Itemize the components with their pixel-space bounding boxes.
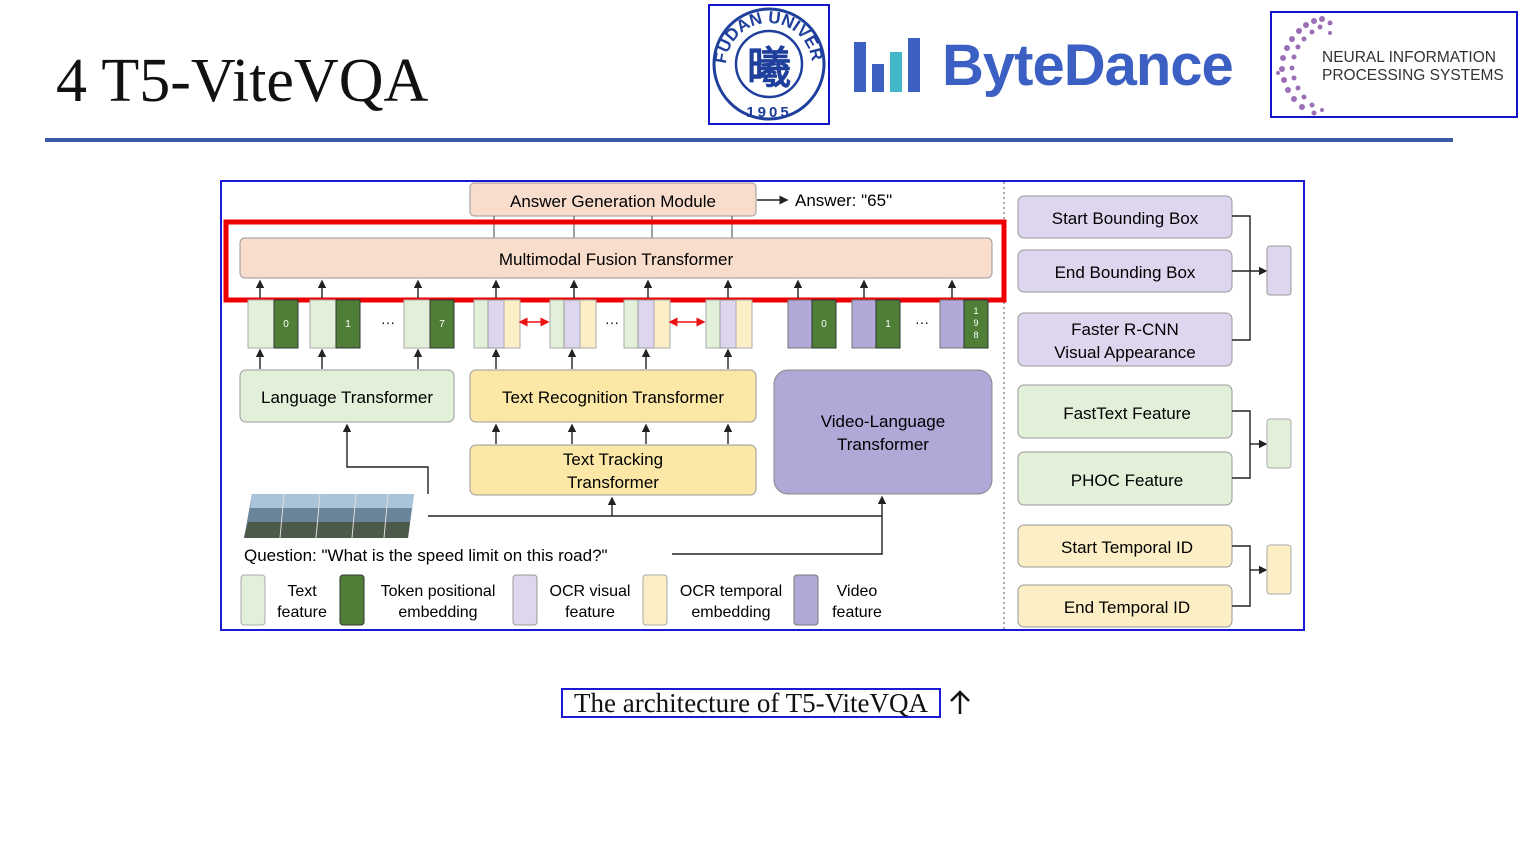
fasttext-label: FastText Feature <box>1063 404 1191 423</box>
svg-text:embedding: embedding <box>691 604 770 621</box>
fudan-year: 1905 <box>746 104 791 121</box>
svg-text:···: ··· <box>915 314 929 330</box>
language-transformer-box <box>239 369 455 423</box>
legend: Text feature Token positional embedding … <box>240 574 882 626</box>
text-tracking-label-2: Transformer <box>567 473 659 492</box>
svg-text:0: 0 <box>283 319 289 330</box>
fusion-transformer-label: Multimodal Fusion Transformer <box>499 250 734 269</box>
svg-text:1: 1 <box>345 319 351 330</box>
right-panel: Start Bounding Box End Bounding Box Fast… <box>1017 195 1292 628</box>
bytedance-wordmark: ByteDance <box>942 33 1234 98</box>
fusion-input-arrows <box>255 279 957 298</box>
neurips-dot-spiral-icon <box>1276 16 1333 116</box>
svg-text:···: ··· <box>381 314 395 330</box>
figure-frame <box>220 180 1305 631</box>
end-temporal-label: End Temporal ID <box>1064 598 1190 617</box>
svg-text:7: 7 <box>439 319 445 330</box>
ocr-tokens: ··· <box>473 299 753 349</box>
start-bbox-box <box>1017 195 1233 239</box>
title-rule <box>45 138 1453 142</box>
start-bbox-label: Start Bounding Box <box>1052 209 1199 228</box>
text-tracking-label-1: Text Tracking <box>563 450 663 469</box>
ocr-visual-feature-output <box>1266 245 1292 296</box>
text-recognition-label: Text Recognition Transformer <box>502 388 724 407</box>
language-transformer-label: Language Transformer <box>261 388 433 407</box>
fudan-glyph: 曦 <box>747 44 791 93</box>
faster-rcnn-label-2: Visual Appearance <box>1054 343 1195 362</box>
answer-module-box <box>469 182 757 217</box>
svg-text:Video: Video <box>837 583 878 600</box>
arrow-up-icon <box>950 690 970 714</box>
fudan-university-seal-icon: FUDAN UNIVERSITY 曦 1905 <box>704 0 826 121</box>
slide-title: 4 T5-ViteVQA <box>56 47 429 115</box>
svg-text:feature: feature <box>832 604 882 621</box>
start-temporal-label: Start Temporal ID <box>1061 538 1193 557</box>
video-language-box <box>773 369 993 495</box>
svg-text:1: 1 <box>973 306 978 316</box>
neurips-line1: NEURAL INFORMATION <box>1322 49 1496 66</box>
svg-text:feature: feature <box>277 604 327 621</box>
video-language-label-2: Transformer <box>837 435 929 454</box>
phoc-label: PHOC Feature <box>1071 471 1183 490</box>
text-tracking-box <box>469 444 757 496</box>
faster-rcnn-label-1: Faster R-CNN <box>1071 320 1179 339</box>
fudan-logo: FUDAN UNIVERSITY 曦 1905 <box>704 0 830 125</box>
svg-text:Token positional: Token positional <box>381 583 496 600</box>
figure-caption: The architecture of T5-ViteVQA <box>561 688 941 718</box>
text-tokens: 0 1 ··· 7 <box>247 299 455 349</box>
svg-text:9: 9 <box>973 318 978 328</box>
svg-text:OCR temporal: OCR temporal <box>680 583 782 600</box>
answer-module-label: Answer Generation Module <box>510 192 716 211</box>
bytedance-bars-icon <box>854 38 920 92</box>
ocr-temporal-output <box>1266 544 1292 595</box>
architecture-diagram: Answer Generation Module Answer: "65" Mu… <box>223 182 1292 629</box>
fusion-transformer-box <box>239 237 993 279</box>
neurips-logo <box>1270 11 1518 118</box>
video-frames-thumbnail <box>244 493 414 539</box>
neurips-wordmark: NEURAL INFORMATION PROCESSING SYSTEMS <box>1322 49 1504 85</box>
svg-text:···: ··· <box>605 314 619 330</box>
video-language-label-1: Video-Language <box>821 412 945 431</box>
svg-text:embedding: embedding <box>398 604 477 621</box>
answer-output-label: Answer: "65" <box>795 191 892 210</box>
svg-text:OCR visual: OCR visual <box>550 583 631 600</box>
text-recognition-box <box>469 369 757 423</box>
svg-text:0: 0 <box>821 319 827 330</box>
svg-text:1: 1 <box>885 319 891 330</box>
text-feature-output <box>1266 418 1292 469</box>
video-tokens: 0 1 ··· 1 9 8 <box>787 299 989 349</box>
svg-text:Text: Text <box>287 583 317 600</box>
svg-text:8: 8 <box>973 330 978 340</box>
fusion-highlight <box>223 219 1007 303</box>
svg-text:feature: feature <box>565 604 615 621</box>
neurips-line2: PROCESSING SYSTEMS <box>1322 67 1504 84</box>
end-bbox-label: End Bounding Box <box>1055 263 1196 282</box>
question-text: Question: "What is the speed limit on th… <box>244 546 608 565</box>
